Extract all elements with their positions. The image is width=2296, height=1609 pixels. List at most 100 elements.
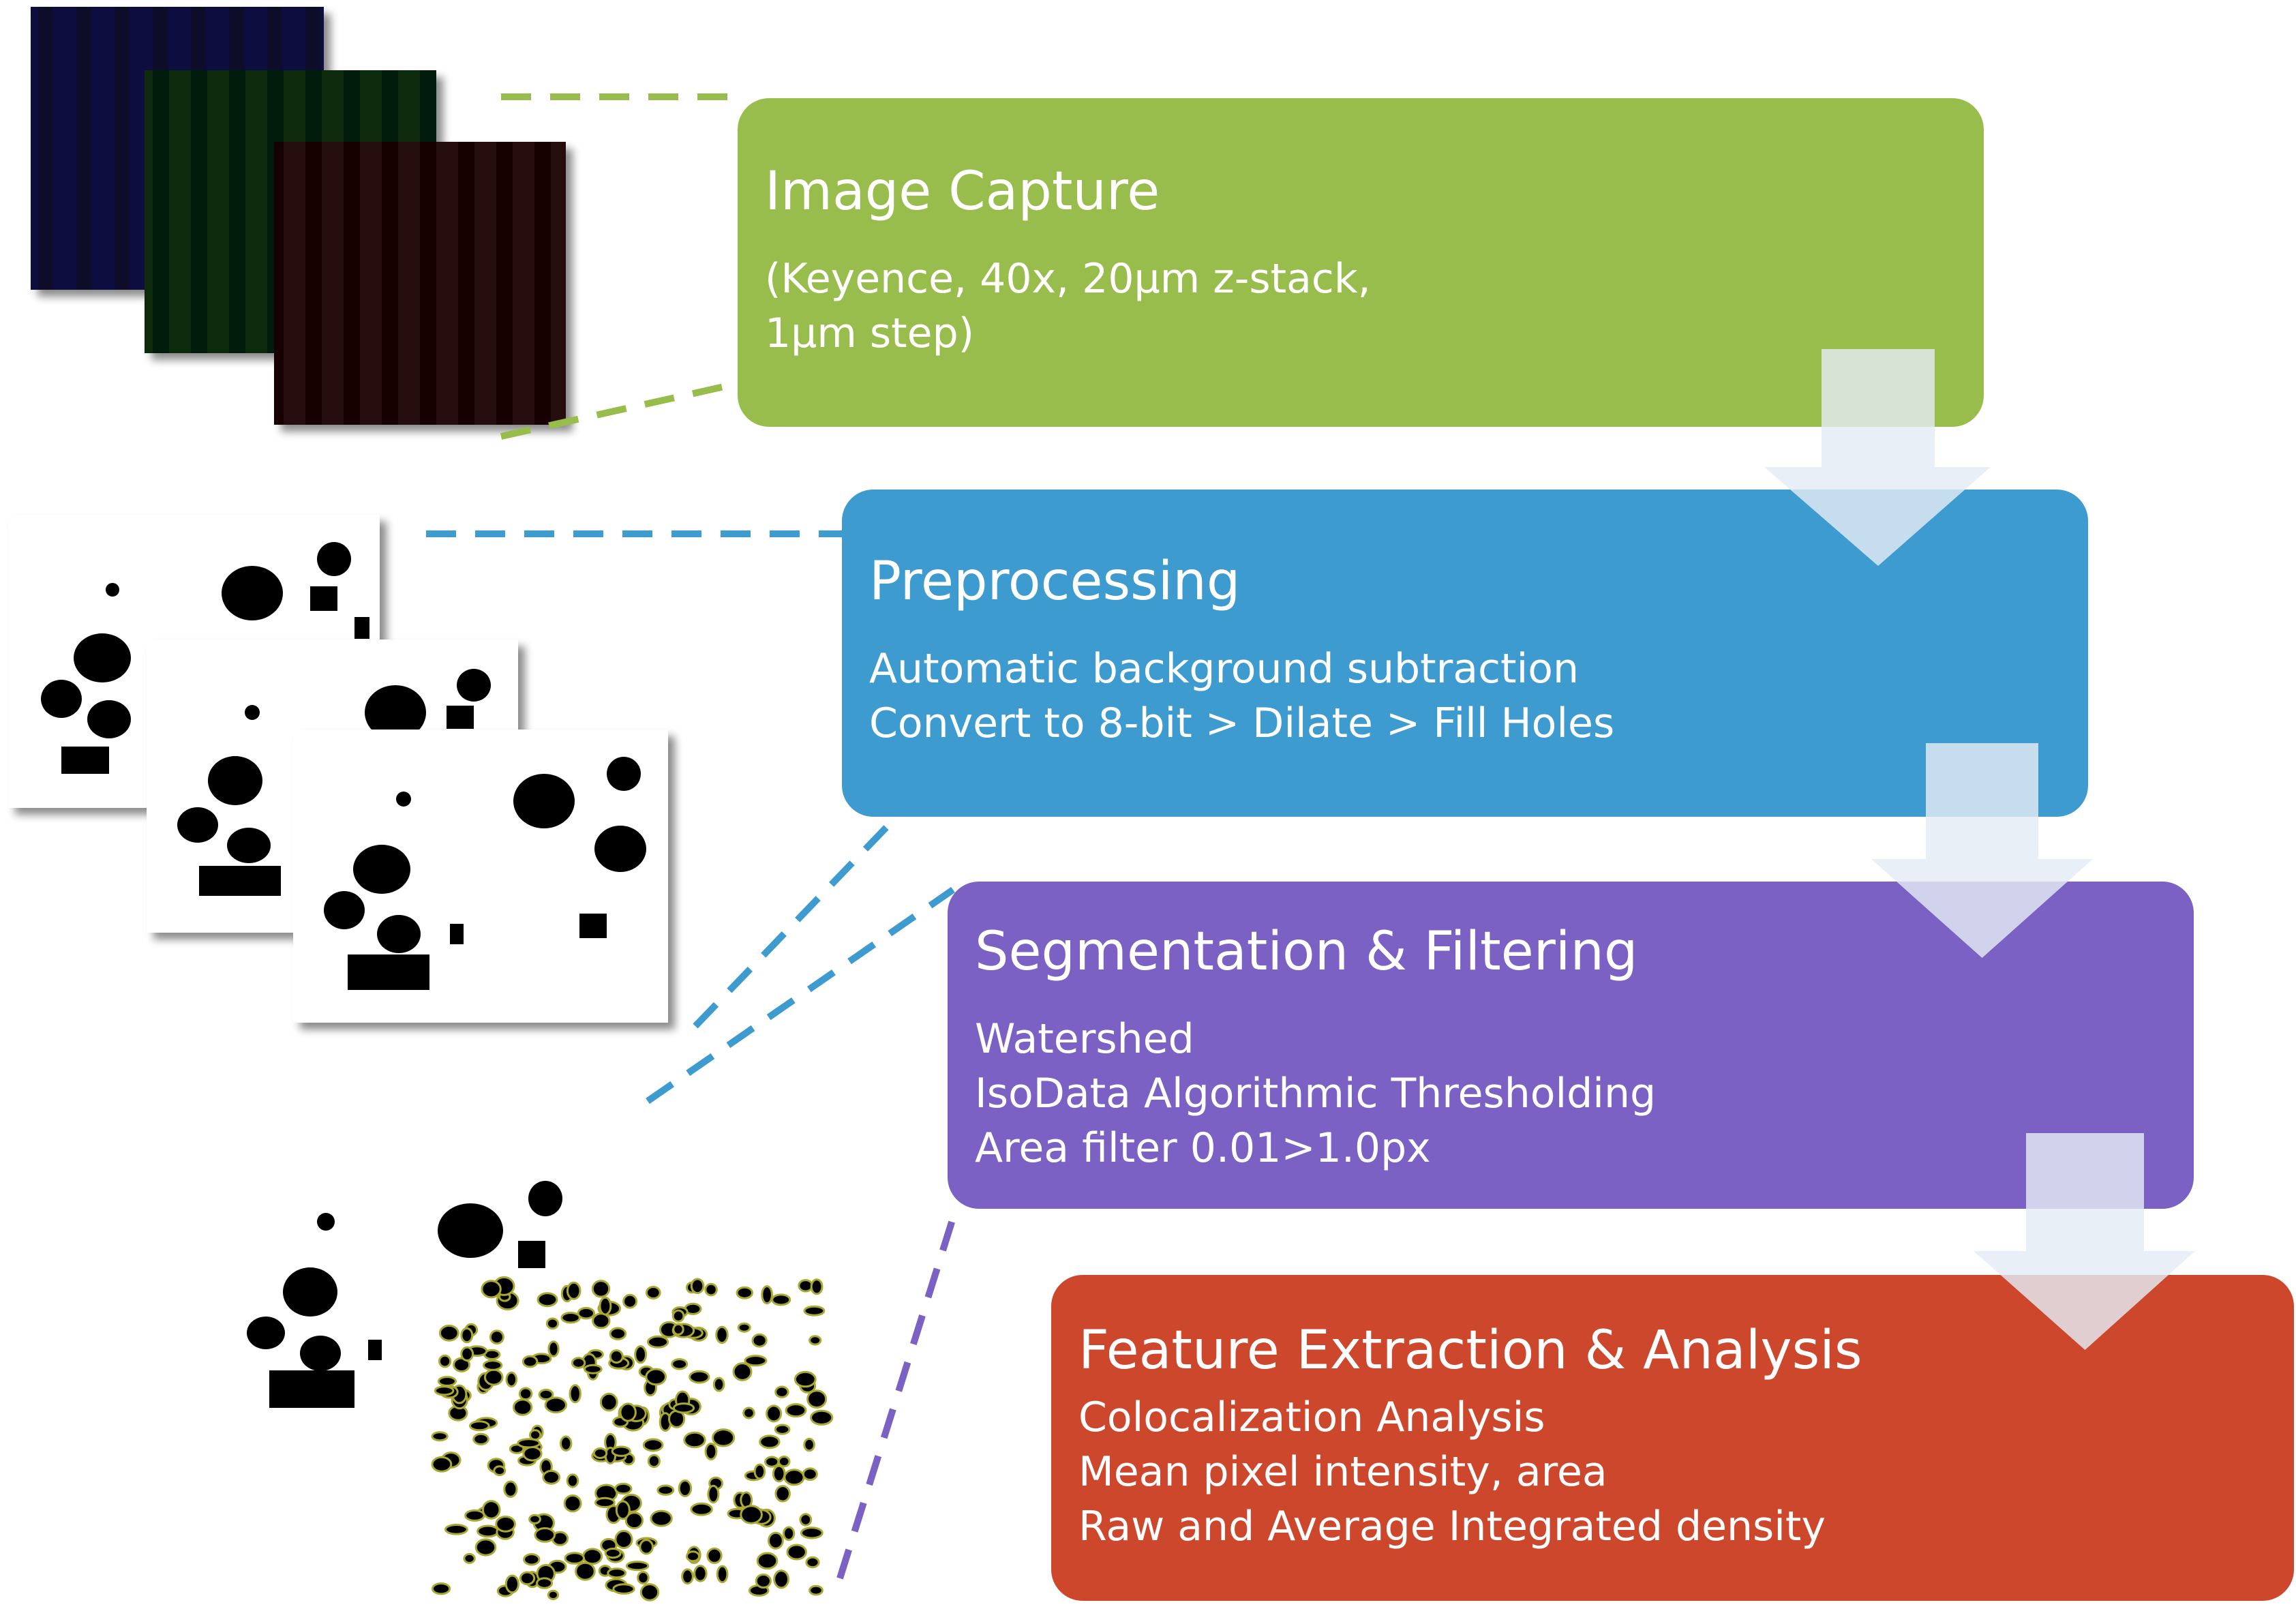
particle-outline xyxy=(772,1464,786,1483)
binary-mask-stack xyxy=(8,515,668,1023)
particle-outline xyxy=(736,1286,754,1299)
particle-outline xyxy=(756,1552,779,1570)
particle-outline xyxy=(647,1454,661,1469)
particle-outline xyxy=(742,1407,755,1419)
particle-outline xyxy=(571,1357,586,1369)
particle-outline xyxy=(783,1469,805,1486)
step-detail: Colocalization Analysis xyxy=(1078,1394,1545,1441)
particle-outline xyxy=(672,1323,684,1336)
step-detail: Watershed xyxy=(975,1015,1194,1063)
particle-outline xyxy=(712,1377,725,1392)
particle-outline xyxy=(503,1480,518,1498)
particle-outline xyxy=(545,1317,560,1330)
step-detail: Raw and Average Integrated density xyxy=(1078,1503,1826,1550)
particle-outline xyxy=(542,1469,561,1485)
step-title: Feature Extraction & Analysis xyxy=(1078,1320,1862,1381)
particle-outline xyxy=(614,1482,633,1495)
particle-outline xyxy=(671,1309,685,1323)
particle-outline xyxy=(599,1296,612,1316)
particle-outline xyxy=(656,1484,675,1496)
particle-outline xyxy=(777,1456,791,1468)
particle-outline xyxy=(809,1335,822,1346)
particle-outline xyxy=(575,1561,596,1581)
particle-outline xyxy=(592,1447,608,1459)
particle-outline xyxy=(774,1424,791,1435)
particle-outline xyxy=(584,1364,603,1374)
particle-outline xyxy=(799,1513,813,1527)
step-detail: Automatic background subtraction xyxy=(869,645,1579,693)
particle-outline xyxy=(786,1544,807,1561)
particle-outline xyxy=(768,1531,784,1550)
particle-outline xyxy=(563,1494,582,1513)
particle-outline xyxy=(689,1370,710,1384)
particle-outline xyxy=(810,1409,834,1426)
particle-outline xyxy=(489,1329,504,1345)
particle-outline xyxy=(672,1402,695,1414)
particle-outline xyxy=(534,1527,556,1543)
particle-outline xyxy=(481,1500,501,1520)
step-detail: Mean pixel intensity, area xyxy=(1078,1448,1607,1496)
particle-outline xyxy=(759,1434,781,1449)
particle-outline xyxy=(642,1438,664,1452)
particle-outline xyxy=(592,1312,611,1329)
particle-outline xyxy=(774,1385,789,1398)
particle-outline xyxy=(645,1368,667,1386)
binary-mask-front xyxy=(293,730,668,1023)
particle-outline xyxy=(547,1589,560,1601)
step-detail: (Keyence, 40x, 20μm z-stack, xyxy=(765,255,1371,303)
particle-outline xyxy=(706,1547,723,1564)
micrograph-stack xyxy=(31,7,566,425)
particle-outline xyxy=(810,1278,824,1295)
particle-outline xyxy=(794,1370,817,1388)
particle-outline xyxy=(504,1574,520,1594)
particle-outline xyxy=(536,1577,554,1589)
particle-outline xyxy=(431,1456,453,1473)
particle-outline xyxy=(634,1345,647,1364)
particle-outline xyxy=(715,1325,729,1344)
particle-outline xyxy=(460,1327,474,1344)
particle-outline xyxy=(619,1402,637,1422)
step-feature-extraction-analysis: Feature Extraction & Analysis Colocaliza… xyxy=(1051,1275,2294,1601)
particle-outline xyxy=(802,1467,818,1481)
particle-outline xyxy=(611,1445,631,1457)
particle-outline xyxy=(523,1553,541,1566)
particle-outline xyxy=(560,1312,581,1324)
particle-outline xyxy=(599,1392,618,1412)
particle-outline xyxy=(683,1431,706,1449)
particle-outline xyxy=(431,1431,449,1442)
particle-outline xyxy=(809,1584,824,1596)
particle-outline xyxy=(594,1497,616,1508)
particle-outline xyxy=(764,1456,780,1468)
particle-outline xyxy=(803,1437,815,1452)
particle-outline xyxy=(483,1359,503,1371)
particle-outline xyxy=(474,1538,497,1557)
particle-outline xyxy=(716,1565,729,1584)
step-detail: 1μm step) xyxy=(765,310,975,357)
particle-outline xyxy=(612,1583,635,1595)
particle-outline xyxy=(755,1574,772,1589)
particle-outline xyxy=(650,1509,673,1527)
particle-outline xyxy=(785,1403,807,1418)
step-detail: Area filter 0.01>1.0px xyxy=(975,1124,1431,1172)
particle-outline xyxy=(690,1278,705,1295)
particle-outline xyxy=(803,1305,826,1317)
particle-outline xyxy=(604,1548,622,1559)
particle-outline xyxy=(560,1435,573,1452)
particle-outline xyxy=(522,1355,539,1368)
step-title: Segmentation & Filtering xyxy=(975,921,1638,982)
particle-outline xyxy=(740,1505,763,1524)
particle-outline xyxy=(751,1333,768,1348)
particle-outline xyxy=(460,1346,474,1362)
particle-outline xyxy=(544,1396,567,1414)
particle-outline xyxy=(566,1473,579,1488)
particle-outline xyxy=(712,1428,736,1447)
particle-analysis-image xyxy=(431,1275,834,1602)
particle-outline xyxy=(434,1385,455,1396)
particle-outline xyxy=(538,1388,554,1401)
particle-outline xyxy=(577,1307,595,1320)
particle-outline xyxy=(806,1389,828,1409)
particle-outline xyxy=(753,1463,766,1480)
particle-outline xyxy=(522,1446,543,1462)
particle-outline xyxy=(744,1355,768,1367)
particle-outline xyxy=(761,1285,773,1305)
